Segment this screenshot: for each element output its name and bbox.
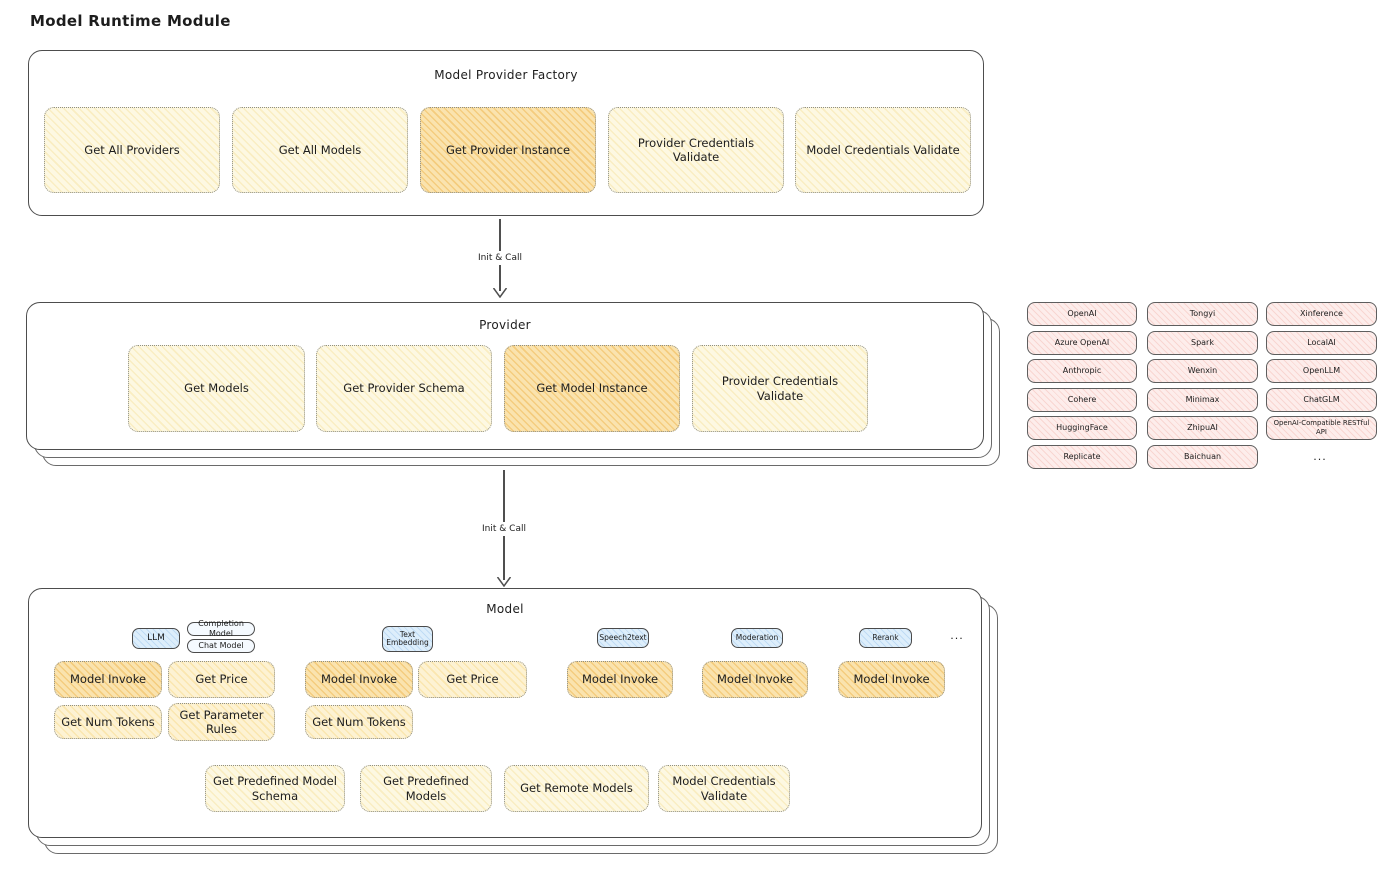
get-predefined-models: Get Predefined Models: [360, 765, 492, 812]
factory-model-credentials-validate: Model Credentials Validate: [795, 107, 971, 193]
provider-item-openai: OpenAI: [1027, 302, 1137, 326]
provider-get-model-instance: Get Model Instance: [504, 345, 680, 432]
text-embedding-model-invoke: Model Invoke: [305, 661, 413, 698]
provider-title: Provider: [479, 318, 531, 332]
provider-item-minimax: Minimax: [1147, 388, 1258, 412]
provider-item-chatglm: ChatGLM: [1266, 388, 1377, 412]
provider-item-anthropic: Anthropic: [1027, 359, 1137, 383]
arrowhead-down-icon: [492, 288, 508, 298]
provider-item-zhipuai: ZhipuAI: [1147, 416, 1258, 440]
arrow-label-init-call-1: Init & Call: [473, 251, 527, 265]
model-tags-more-ellipsis: ...: [950, 629, 964, 643]
tag-text-embedding: Text Embedding: [382, 626, 433, 652]
provider-get-models: Get Models: [128, 345, 305, 432]
tag-completion-model: Completion Model: [187, 619, 255, 638]
provider-item-huggingface: HuggingFace: [1027, 416, 1137, 440]
factory-title: Model Provider Factory: [434, 68, 578, 82]
provider-item-xinference: Xinference: [1266, 302, 1377, 326]
tag-moderation: Moderation: [731, 628, 783, 648]
tag-speech2text: Speech2text: [597, 628, 649, 648]
arrowhead-down-icon: [496, 577, 512, 587]
llm-get-price: Get Price: [168, 661, 275, 698]
provider-item-azure-openai: Azure OpenAI: [1027, 331, 1137, 355]
factory-get-all-providers: Get All Providers: [44, 107, 220, 193]
provider-item-replicate: Replicate: [1027, 445, 1137, 469]
provider-item-baichuan: Baichuan: [1147, 445, 1258, 469]
provider-item-tongyi: Tongyi: [1147, 302, 1258, 326]
provider-item-openllm: OpenLLM: [1266, 359, 1377, 383]
speech2text-model-invoke: Model Invoke: [567, 661, 673, 698]
provider-item-spark: Spark: [1147, 331, 1258, 355]
factory-get-all-models: Get All Models: [232, 107, 408, 193]
page-title: Model Runtime Module: [30, 12, 231, 30]
provider-item-cohere: Cohere: [1027, 388, 1137, 412]
moderation-model-invoke: Model Invoke: [702, 661, 808, 698]
provider-get-provider-schema: Get Provider Schema: [316, 345, 492, 432]
text-embedding-get-num-tokens: Get Num Tokens: [305, 705, 413, 739]
llm-model-invoke: Model Invoke: [54, 661, 162, 698]
rerank-model-invoke: Model Invoke: [838, 661, 945, 698]
text-embedding-get-price: Get Price: [418, 661, 527, 698]
get-predefined-model-schema: Get Predefined Model Schema: [205, 765, 345, 812]
provider-item-localai: LocalAI: [1266, 331, 1377, 355]
llm-get-num-tokens: Get Num Tokens: [54, 705, 162, 739]
get-remote-models: Get Remote Models: [504, 765, 649, 812]
factory-provider-credentials-validate: Provider Credentials Validate: [608, 107, 784, 193]
tag-llm: LLM: [132, 628, 180, 649]
provider-item-wenxin: Wenxin: [1147, 359, 1258, 383]
factory-get-provider-instance: Get Provider Instance: [420, 107, 596, 193]
provider-provider-credentials-validate: Provider Credentials Validate: [692, 345, 868, 432]
providers-more-ellipsis: ...: [1313, 450, 1327, 464]
model-title: Model: [486, 602, 524, 616]
llm-get-parameter-rules: Get Parameter Rules: [168, 703, 275, 741]
model-credentials-validate: Model Credentials Validate: [658, 765, 790, 812]
tag-chat-model: Chat Model: [187, 639, 255, 653]
arrow-label-init-call-2: Init & Call: [477, 522, 531, 536]
provider-item-openai-compatible: OpenAI-Compatible RESTful API: [1266, 416, 1377, 440]
tag-rerank: Rerank: [859, 628, 912, 648]
